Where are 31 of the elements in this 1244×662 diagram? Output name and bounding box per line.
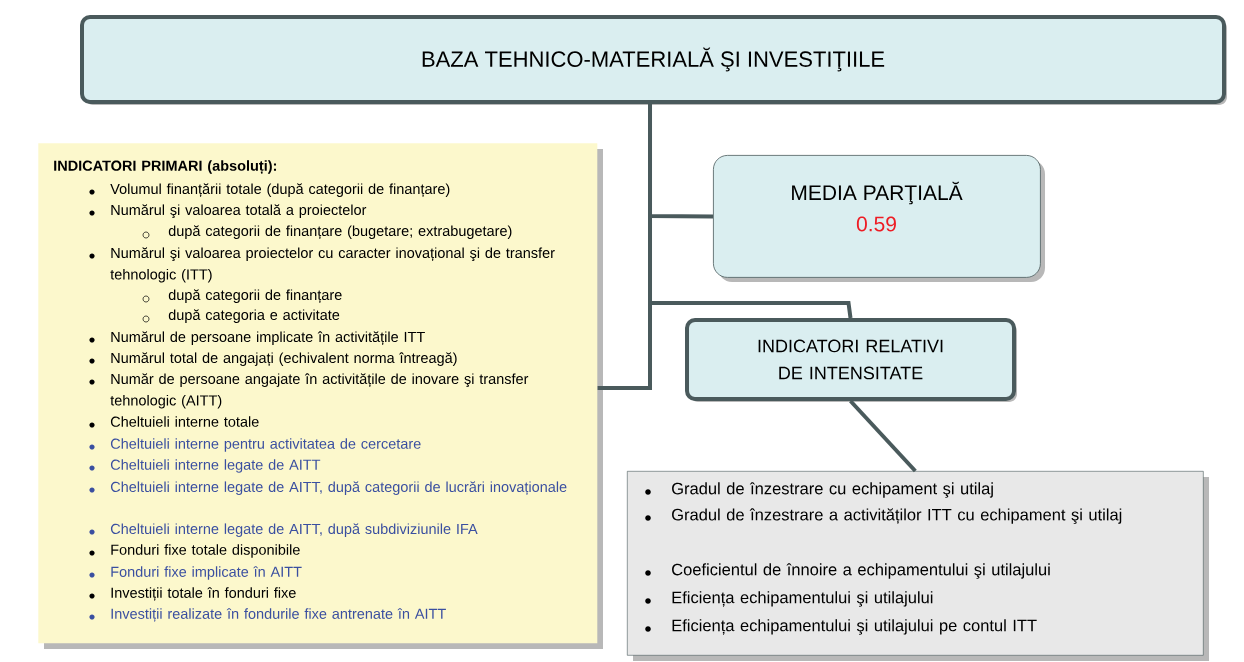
connector-line xyxy=(849,399,917,473)
list-item: Fonduri fixe implicate în AITT xyxy=(111,566,302,580)
list-item: Numărul şi valoarea proiectelor cu caracter inovațional şi de transfer tehnologic (ITT) xyxy=(110,247,555,283)
list-item: după categorii de finanțare (bugetare; extrabugetare) xyxy=(168,225,512,239)
list-item: după categoria e activitate xyxy=(168,309,340,323)
connector-line xyxy=(648,104,853,319)
list-item: INDICATORI PRIMARI (absoluți): xyxy=(54,160,276,175)
list-item: Investiții realizate în fondurile fixe antrenate în AITT xyxy=(111,608,446,622)
list-item: Cheltuieli interne pentru activitatea de cercetare xyxy=(110,438,421,452)
list-item: Cheltuieli interne legate de AITT xyxy=(110,459,321,473)
list-item: Număr de persoane angajate în activitățile de inovare şi transfer tehnologic (AITT) xyxy=(110,373,529,409)
list-item: Gradul de înzestrare cu echipament şi utilaj xyxy=(672,482,993,498)
list-item: după categorii de finanțare xyxy=(168,289,342,303)
list-item: Numărul de persoane implicate în activitățile ITT xyxy=(111,331,425,345)
title-box: BAZA TEHNICO-MATERIALĂ ŞI INVESTIŢIILE xyxy=(80,15,1227,105)
list-item: Numărul total de angajați (echivalent norma întreagă) xyxy=(111,352,457,366)
list-item: Eficiența echipamentului şi utilajului xyxy=(672,591,933,607)
score-box: MEDIA PARŢIALĂ 0.59 xyxy=(713,155,1045,282)
list-item: Cheltuieli interne totale xyxy=(110,416,259,427)
heading-box: INDICATORI RELATIVI DE INTENSITATE xyxy=(685,318,1017,402)
list-item: Coeficientul de înnoire a echipamentului şi utilajului xyxy=(672,563,1050,579)
list-item: Volumul finanțării totale (după categorii de finanțare) xyxy=(110,183,450,197)
list-item: Eficiența echipamentului şi utilajului pe contul ITT xyxy=(672,619,1037,635)
list-item: Numărul şi valoarea totală a proiectelor xyxy=(111,204,367,218)
list-panel xyxy=(627,471,1209,661)
list-item: Cheltuieli interne legate de AITT, după categorii de lucrări inovaționale xyxy=(110,481,567,495)
list-item: Fonduri fixe totale disponibile xyxy=(111,544,300,558)
list-item: Gradul de înzestrare a activităților ITT cu echipament şi utilaj xyxy=(672,508,1122,524)
list-item: Investiții totale în fonduri fixe xyxy=(111,587,296,601)
list-panel xyxy=(38,143,603,649)
list-item: Cheltuieli interne legate de AITT, după subdiviziunile IFA xyxy=(110,523,478,537)
